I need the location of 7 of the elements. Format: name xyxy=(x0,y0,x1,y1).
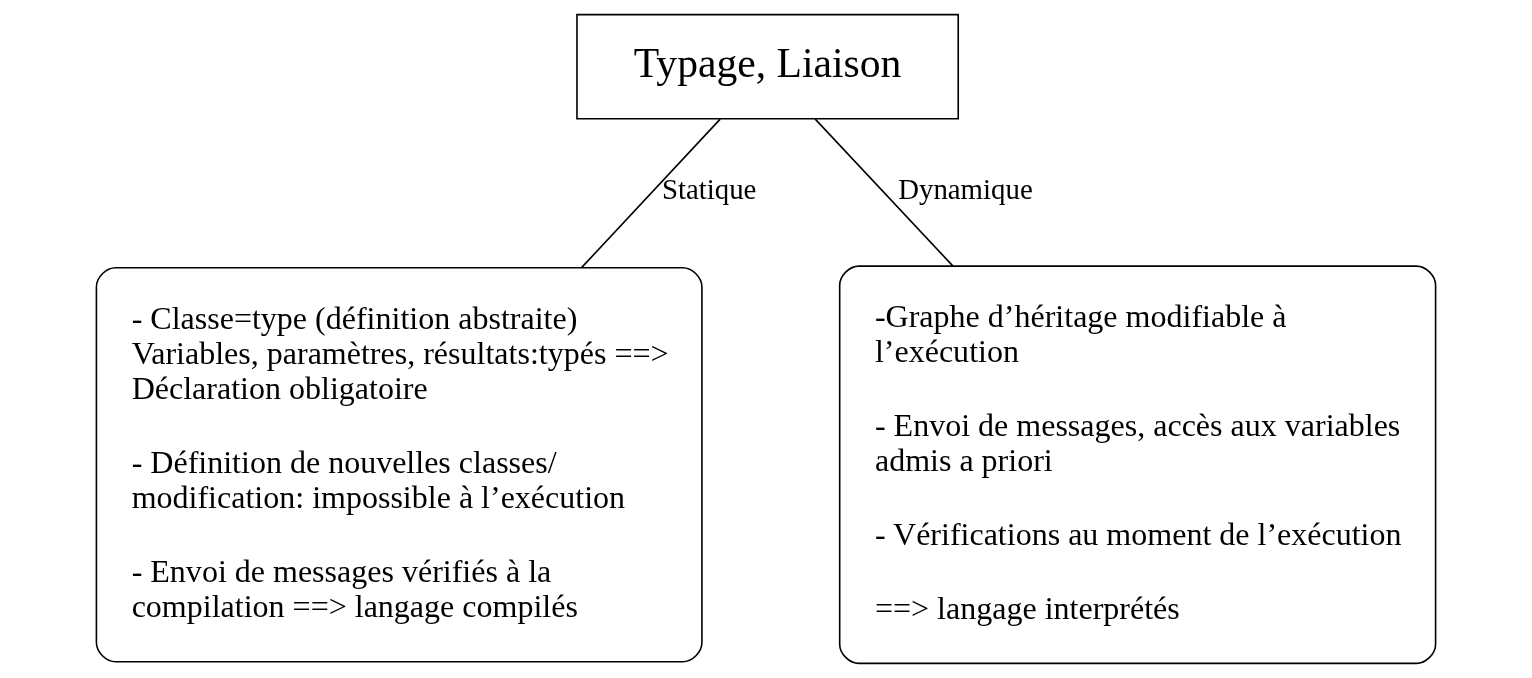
node-box: -Graphe d’héritage modifiable à l’exécution - Envoi de messages, accès aux variables admis a priori - Vérifications au moment de l’exécution ==> langage interprétés xyxy=(838,265,1437,665)
connector xyxy=(814,118,954,267)
node-box: Typage, Liaison xyxy=(576,13,960,120)
edge-label: Statique xyxy=(661,173,757,206)
edge-label: Dynamique xyxy=(898,173,1033,206)
node-box: - Classe=type (définition abstraite) Variables, paramètres, résultats:typés ==> Déclaration obligatoire - Définition de nouvelles classes/ modification: impossible à l’exécution - Envoi de messages vérifiés à la compilation ==> langage compilés xyxy=(95,266,703,663)
connector xyxy=(580,118,721,269)
